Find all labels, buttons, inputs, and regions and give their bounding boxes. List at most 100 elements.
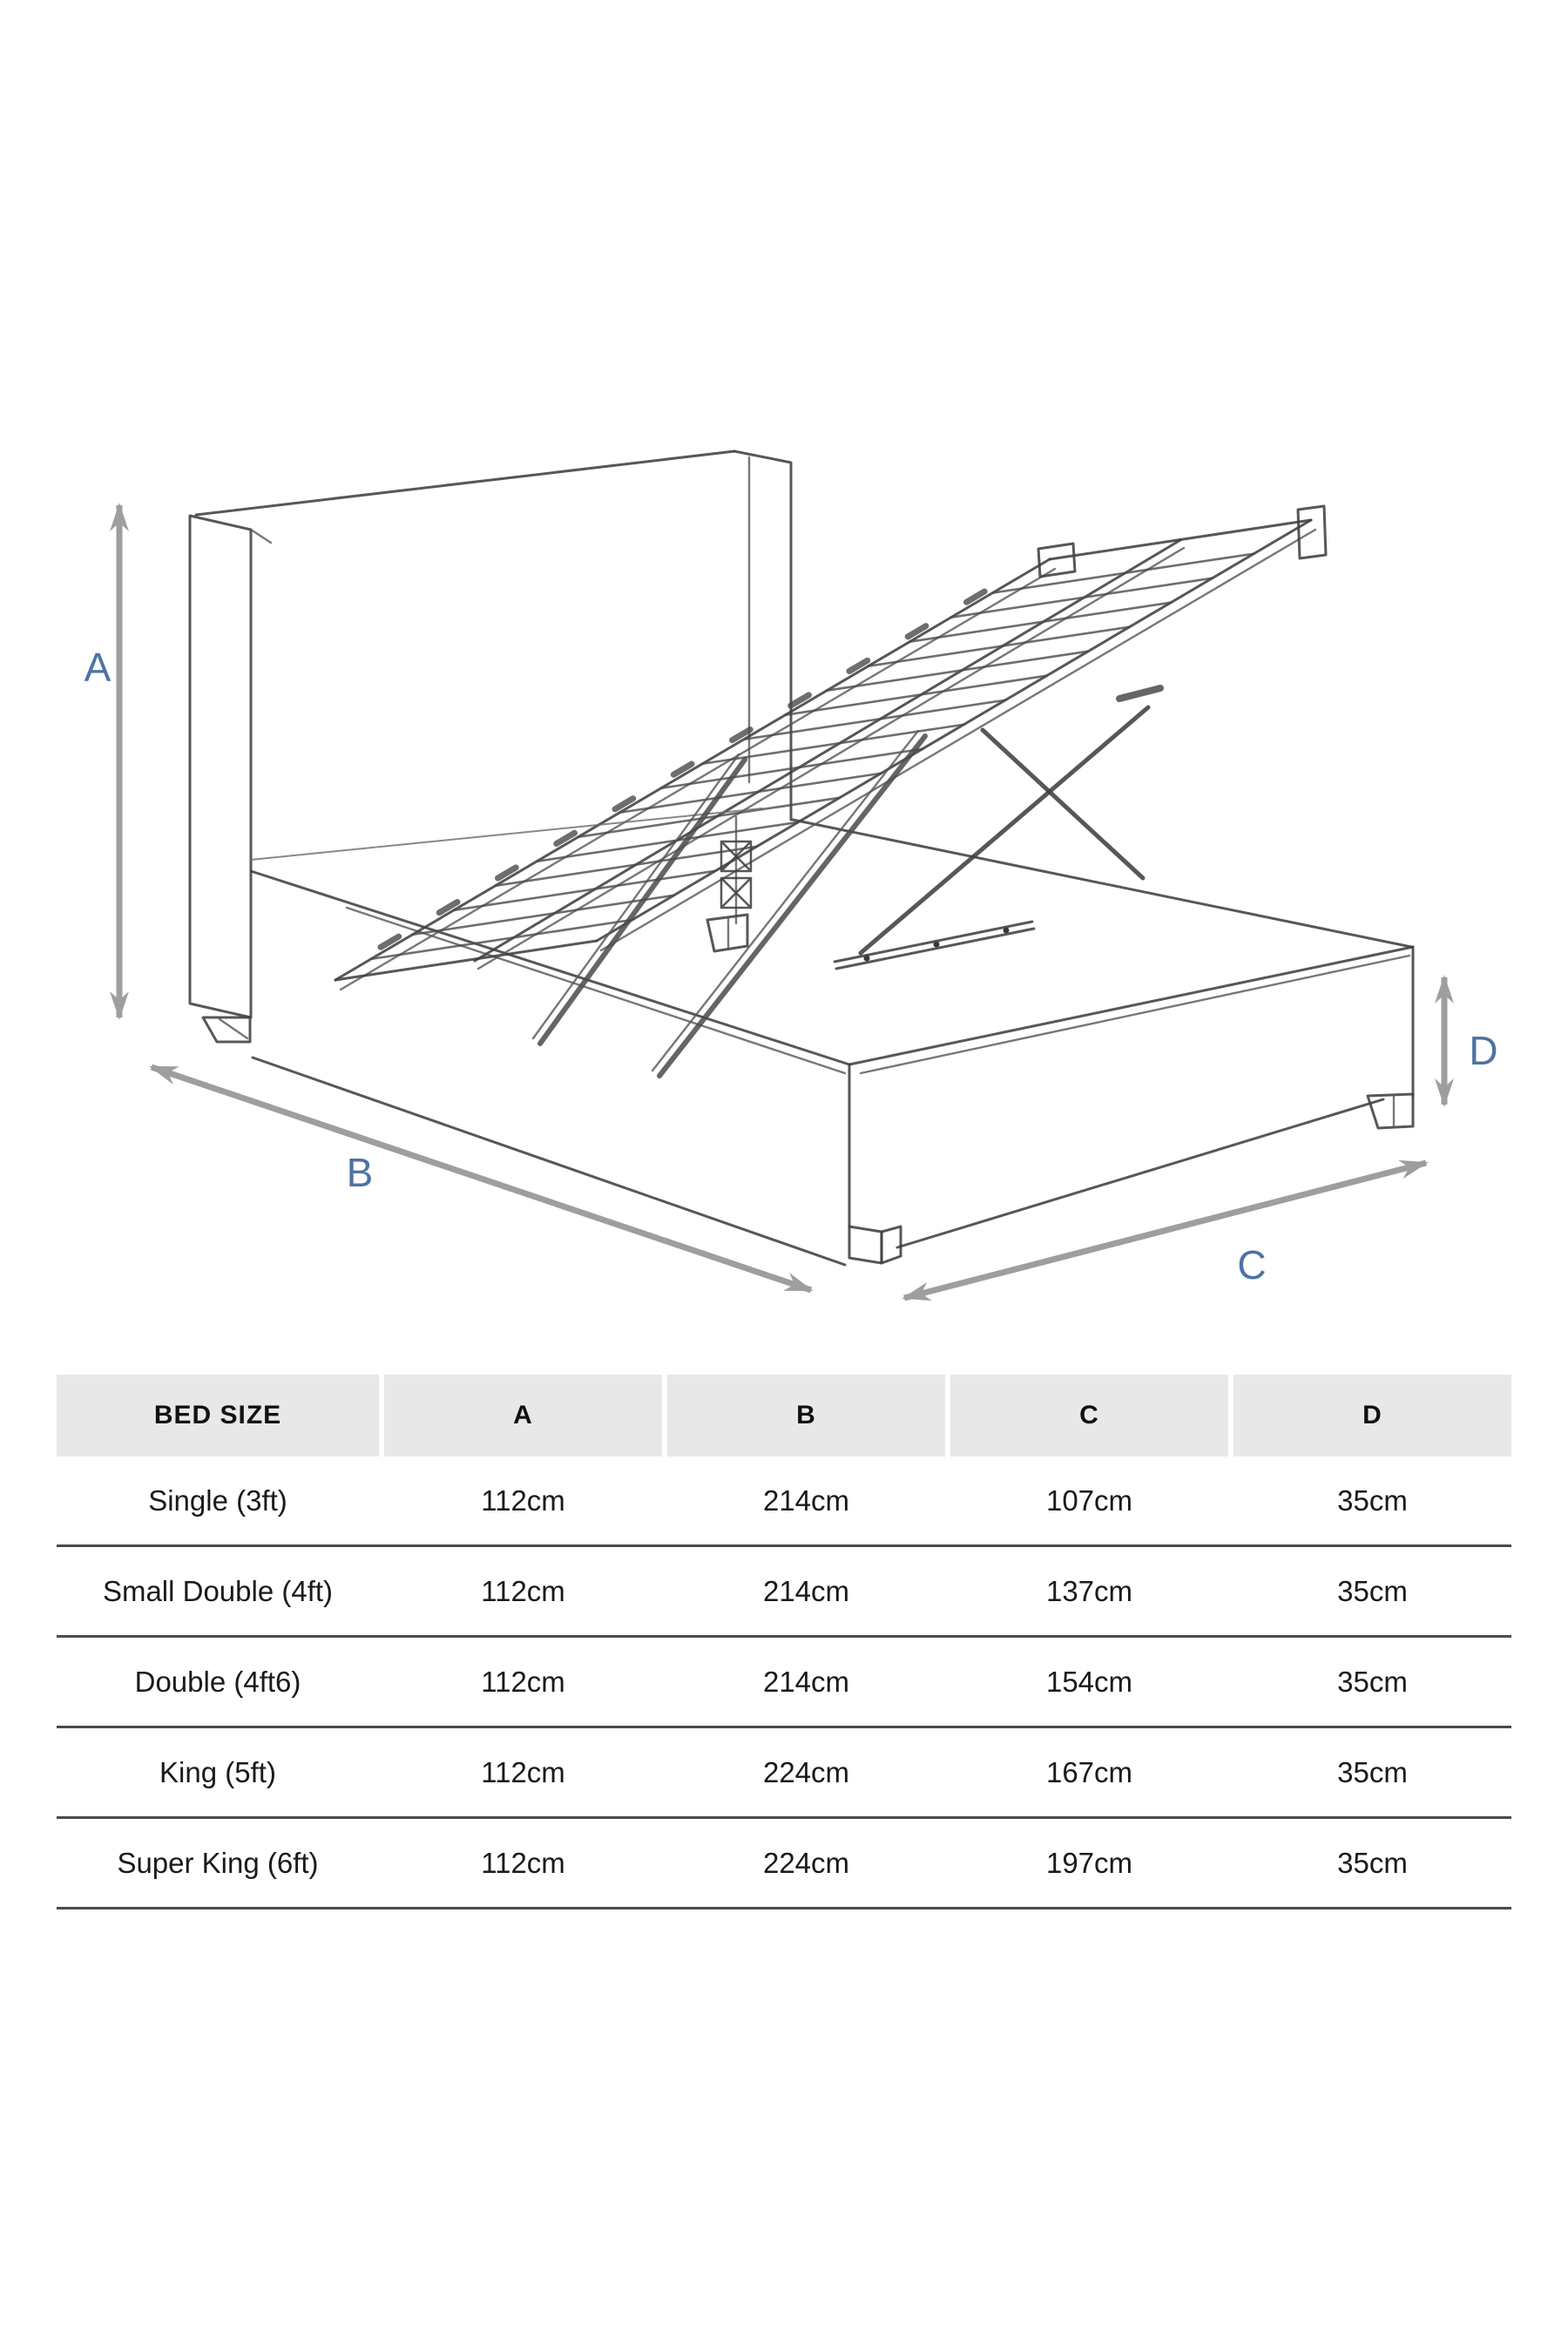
platform-stringer — [473, 538, 1182, 963]
scissor-top-bracket — [1116, 685, 1164, 702]
headboard-top-edge — [194, 449, 736, 517]
hanger-foot — [706, 913, 749, 953]
bolt-dot — [863, 955, 870, 962]
platform-corner-cap-right — [1296, 504, 1328, 560]
dimension-cell: 154cm — [1045, 1665, 1133, 1698]
table-row: Small Double (4ft) 112cm 214cm 137cm 35cm — [57, 1547, 1511, 1638]
base-front-foot-side — [880, 1225, 902, 1265]
slat-line — [577, 796, 841, 839]
rear-edge-line — [250, 808, 763, 861]
slat-line — [784, 674, 1048, 717]
slat-line — [369, 918, 634, 961]
slat-line — [950, 577, 1214, 618]
headboard — [188, 449, 793, 1044]
slat-line — [867, 625, 1132, 667]
dimension-cell: 35cm — [1337, 1574, 1408, 1607]
table-header-cell: C — [950, 1375, 1228, 1456]
dimension-label-a: A — [84, 645, 112, 690]
platform-corner-cap-left — [1037, 542, 1077, 578]
bolt-dot — [933, 941, 940, 948]
dimension-label-b: B — [347, 1150, 374, 1195]
base-bottom-foot-edge — [896, 1098, 1385, 1249]
gas-strut-left-edge — [531, 753, 740, 1040]
hanger-bracket-lower — [720, 876, 753, 909]
dimension-cell: 112cm — [481, 1755, 565, 1788]
dimension-label-c: C — [1237, 1242, 1266, 1288]
base-left-rail-inner — [345, 906, 847, 1075]
platform-far-rail-2 — [599, 528, 1317, 952]
dimension-cell: 35cm — [1337, 1665, 1408, 1698]
base-front-foot — [848, 1225, 883, 1265]
dimension-cell: 167cm — [1045, 1755, 1133, 1788]
platform-near-rail — [334, 558, 1051, 982]
platform-far-rail — [595, 518, 1313, 943]
slat-line — [670, 760, 695, 778]
gas-strut-right-edge — [651, 729, 920, 1072]
headboard-right-edge — [733, 449, 793, 821]
slat-lines — [369, 552, 1255, 961]
base-foot-rail-inner — [859, 954, 1411, 1075]
slat-line — [825, 650, 1090, 692]
bolt-dot — [1003, 927, 1010, 934]
table-header-cell: B — [667, 1375, 945, 1456]
slat-line — [991, 552, 1255, 594]
slat-line — [411, 894, 675, 936]
headboard-foot — [201, 1016, 252, 1044]
table-header-cell: BED SIZE — [57, 1375, 379, 1456]
dimension-cell: 224cm — [762, 1755, 850, 1788]
slat-platform — [334, 504, 1328, 991]
slat-line — [553, 829, 578, 847]
slat-line — [908, 601, 1173, 643]
slat-line — [701, 723, 965, 766]
dimension-arrows: A B C D — [84, 503, 1498, 1301]
gas-strut-left — [537, 757, 747, 1046]
scissor-base-plate-top — [833, 920, 1034, 963]
scissor-base-plate-bottom — [835, 927, 1036, 970]
bed-size-cell: Double (4ft6) — [134, 1665, 301, 1698]
dimension-cell: 137cm — [1045, 1574, 1133, 1607]
dimension-cell: 112cm — [481, 1484, 565, 1517]
bed-size-cell: Small Double (4ft) — [102, 1574, 334, 1607]
dimension-cell: 214cm — [762, 1665, 850, 1698]
slat-line — [452, 869, 717, 912]
bed-size-cell: Super King (6ft) — [117, 1846, 319, 1879]
slat-line — [618, 772, 882, 814]
bed-size-cell: Single (3ft) — [148, 1484, 287, 1517]
slat-line — [495, 864, 519, 882]
platform-foot-edge — [334, 939, 598, 982]
base-right-foot — [1366, 1092, 1415, 1130]
slat-line — [904, 623, 929, 640]
dimension-cell: 214cm — [762, 1574, 850, 1607]
scissor-arm-long — [858, 705, 1151, 956]
headboard-corner-tick — [249, 528, 273, 544]
dimension-cell: 35cm — [1337, 1846, 1408, 1879]
slat-line — [436, 898, 461, 916]
dimension-cell: 107cm — [1045, 1484, 1133, 1517]
dimension-arrow-b — [149, 1064, 814, 1294]
base-left-rail-top — [249, 869, 851, 1066]
slat-line — [846, 657, 871, 674]
table-header-cell: A — [384, 1375, 662, 1456]
dimension-cell: 35cm — [1337, 1484, 1408, 1517]
dimension-cell: 197cm — [1045, 1846, 1133, 1879]
gas-strut-right — [657, 733, 928, 1078]
slat-line — [535, 821, 800, 863]
slat-line — [787, 692, 812, 709]
lift-mechanism — [250, 685, 1164, 1078]
base-far-rail-top — [791, 818, 1413, 949]
hanger-bracket-upper — [720, 840, 753, 873]
platform-near-rail-2 — [339, 567, 1057, 991]
slat-line — [659, 747, 924, 790]
platform-stringer-2 — [476, 546, 1186, 970]
dimension-cell: 112cm — [481, 1574, 565, 1607]
bed-base — [249, 818, 1415, 1267]
headboard-foot-inner — [218, 1017, 249, 1040]
dimension-cell: 214cm — [762, 1484, 850, 1517]
bed-diagram: A B C D — [84, 449, 1498, 1301]
